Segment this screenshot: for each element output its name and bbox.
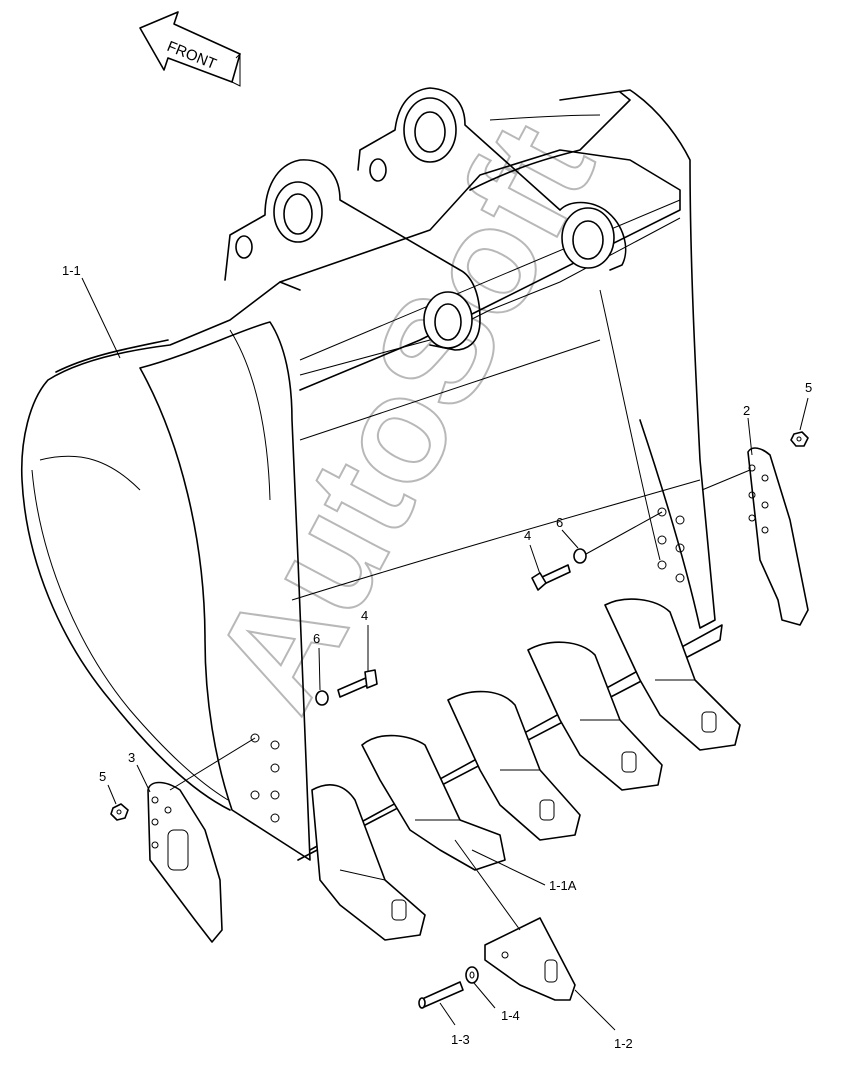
callout-3: 3: [128, 750, 135, 765]
nut-right: [790, 431, 809, 447]
callout-2: 2: [743, 403, 750, 418]
replacement-tooth: [484, 917, 576, 1001]
side-cutter-left: [147, 781, 223, 943]
callout-6-left: 6: [313, 631, 320, 646]
callout-6-right: 6: [556, 515, 563, 530]
tooth-3: [447, 690, 581, 841]
nut-left: [110, 803, 129, 821]
callout-1-3: 1-3: [451, 1032, 470, 1047]
callout-5-right: 5: [805, 380, 812, 395]
watermark: AutoSoft: [180, 97, 626, 735]
tooth-pin: [418, 981, 464, 1009]
callout-1-4: 1-4: [501, 1008, 520, 1023]
callout-1-1a: 1-1A: [549, 878, 577, 893]
front-arrow-icon: FRONT: [139, 11, 241, 87]
leader-lines: [81, 277, 809, 1031]
mounting-brackets: [224, 87, 627, 351]
side-cutter-right: [747, 447, 809, 626]
callout-1-1: 1-1: [62, 263, 81, 278]
callout-4-right: 4: [524, 528, 531, 543]
bolt-right: [531, 564, 571, 591]
tooth-5: [604, 598, 741, 751]
tooth-washer: [465, 966, 479, 984]
callout-labels: 1-1 1-1A 1-2 1-3 1-4 2 3 4 4 5 5 6 6: [62, 263, 812, 1051]
bucket-teeth: [311, 598, 741, 941]
bolt-left: [337, 669, 378, 698]
callout-5-left: 5: [99, 769, 106, 784]
callout-1-2: 1-2: [614, 1036, 633, 1051]
side-bolt-holes: [250, 507, 685, 823]
washer-right: [573, 548, 587, 564]
tooth-2: [361, 734, 506, 871]
tooth-1: [311, 784, 426, 941]
tooth-4: [527, 641, 663, 791]
callout-4-left: 4: [361, 608, 368, 623]
washer-left: [315, 690, 329, 706]
